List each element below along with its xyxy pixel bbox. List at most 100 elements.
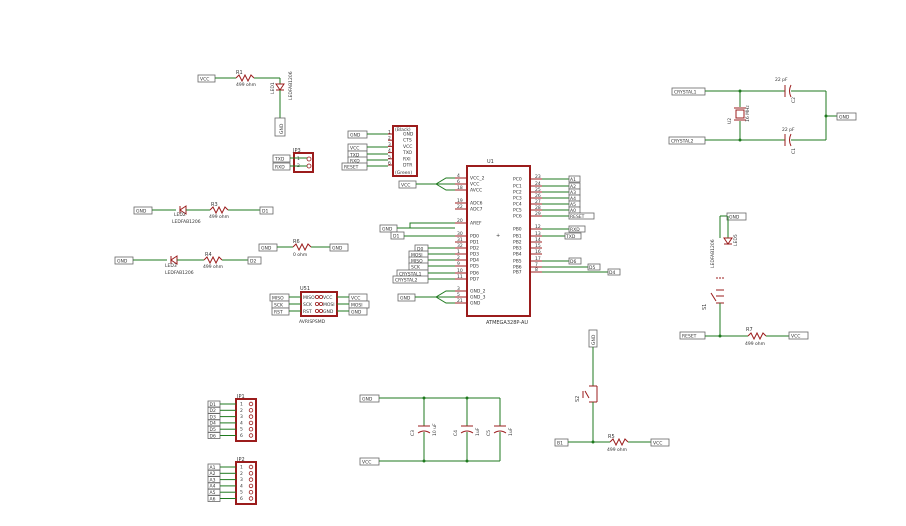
ic-pin-num-right: 27	[535, 199, 541, 205]
led3-part: LEDFAB1206	[165, 270, 194, 276]
ic-pin-num-left: 1	[457, 249, 460, 255]
jp2-pin-circle	[248, 496, 254, 501]
jp1-pin-circle	[248, 420, 254, 426]
ic-pin-name-left: PD5	[470, 264, 479, 270]
c5-value: 1uF	[508, 427, 514, 436]
jp1-pin-num: 1	[240, 402, 243, 408]
jp2-pin-num: 3	[240, 477, 243, 483]
jp3-name: JP3	[292, 148, 301, 154]
jp2-name: JP2	[236, 457, 245, 463]
ic-pin-name-right: PC3	[513, 196, 522, 202]
ftdi-pin-name: VCC	[403, 144, 412, 150]
ic-net-a2: A2	[570, 184, 576, 190]
c3-name: C3	[410, 430, 416, 436]
crystal-net-gnd: GND	[839, 115, 850, 121]
r4-value: 499 ohm	[203, 264, 223, 270]
r7-name: R7	[746, 327, 753, 333]
c4-value: 1uF	[475, 427, 481, 436]
ic-pin-name-right: PC5	[513, 208, 522, 214]
ic-pin-num-left: 5	[457, 292, 460, 298]
jp2-net-text: A2	[210, 471, 216, 477]
jp2-pin-num: 1	[240, 465, 243, 471]
ic-pin-name-right: PC6	[513, 214, 522, 220]
ic-pin-name-right: PB1	[513, 234, 522, 240]
ic-pin-num-right: 26	[535, 193, 541, 199]
jp1-pin-circle	[248, 414, 254, 419]
power-led-circuit: VCC R1 499 ohm LED1 LEDFAB1206 GND	[197, 70, 294, 137]
ic-pin-name-left: ADC7	[470, 207, 483, 213]
ftdi-top-label: (Black)	[395, 127, 411, 133]
r3-value: 499 ohm	[209, 214, 229, 220]
ic-net-a3: A3	[570, 190, 576, 196]
r6-net-gnd-right: GND	[332, 246, 343, 252]
ic-net-d1: D1	[393, 234, 399, 240]
c2-value: 22 pF	[775, 77, 788, 83]
ftdi-pin-num: 2	[388, 136, 391, 142]
led2-circuit: GND LED2 LEDFAB1206 R3 499 ohm D1	[133, 202, 274, 225]
c5-name: C5	[486, 430, 492, 436]
ftdi-pin-name: CTS	[403, 138, 412, 144]
ic-pin-name-left: PD1	[470, 240, 479, 246]
ic-pin-name-left: AVCC	[470, 188, 482, 194]
ic-pin-name-right: PB0	[513, 227, 522, 233]
s2-name: S2	[575, 396, 581, 402]
ic-net-crystal2: CRYSTAL2	[395, 278, 418, 284]
ic-net-vcc: VCC	[401, 183, 410, 189]
ic-pin-name-left: GND	[470, 301, 481, 307]
led2-net-gnd: GND	[136, 209, 147, 215]
ic-name: U1	[487, 159, 494, 165]
ic-net-d6: D6	[570, 259, 576, 265]
svg-text:+: +	[496, 233, 500, 239]
ftdi-pin-name: TXO	[402, 150, 413, 156]
r6-circuit: GND R6 0 ohm GND	[258, 239, 349, 258]
jp2-pin-num: 2	[240, 471, 243, 477]
jp2-net-text: A3	[210, 477, 216, 483]
isp-pin-gnd: GND	[323, 309, 334, 315]
ic-pin-num-right: 13	[535, 231, 541, 237]
ftdi-pin-num: 6	[388, 161, 391, 167]
ic-pin-num-right: 8	[535, 267, 538, 273]
ftdi-net-vcc: VCC	[350, 146, 359, 152]
led5-part: LEDFAB1206	[710, 239, 716, 268]
ic-net-a5: A5	[570, 202, 576, 208]
c2-name: C2	[791, 97, 797, 103]
ic-pin-name-right: PC1	[513, 184, 522, 190]
ic-net-gnd2: GND	[400, 296, 411, 302]
isp-pin-rst: RST	[303, 309, 312, 315]
jp1-pin-circle	[248, 427, 254, 432]
jp2-net-text: A1	[210, 465, 216, 471]
jp2-pin-circle	[248, 490, 254, 495]
ic-net-crystal1: CRYSTAL1	[399, 272, 422, 278]
ic-net-rxd: RXD	[570, 227, 580, 233]
ftdi-pin-num: 4	[388, 148, 391, 154]
ic-net-reset: RESET	[570, 214, 585, 220]
reset-net-gnd: GND	[729, 215, 740, 221]
isp-net-gnd: GND	[351, 310, 362, 316]
ic-net-txd: TXD	[565, 234, 576, 240]
ftdi-net-reset: RESET	[344, 165, 359, 171]
ic-pin-num-right: 23	[535, 174, 541, 180]
jp2-net-text: A6	[210, 496, 216, 502]
ic-pin-num-right: 28	[535, 205, 541, 211]
ic-pin-name-left: PD4	[470, 258, 479, 264]
ic-pin-name-right: PB6	[513, 265, 522, 271]
ic-pin-num-left: 18	[457, 185, 463, 191]
c1-name: C1	[791, 148, 797, 154]
isp-part: AVRISPSMD	[299, 319, 326, 325]
crystal-circuit: CRYSTAL1 CRYSTAL2 U2 16 MHz 22 pF C2 22 …	[668, 77, 857, 154]
isp-net-sck: SCK	[274, 303, 284, 309]
ic-net-mosi: MOSI	[411, 253, 423, 259]
ic-pin-num-right: 29	[535, 211, 541, 217]
s2-net-b1: B1	[557, 441, 563, 447]
ic-pin-name-left: PD7	[470, 277, 479, 283]
r3-name: R3	[211, 202, 218, 208]
ftdi-net-txd: TXD	[349, 153, 360, 159]
ic-pin-name-left: GND_2	[470, 289, 486, 295]
ic-pin-num-right: 15	[535, 243, 541, 249]
reset-net-vcc: VCC	[791, 334, 800, 340]
isp-net-vcc: VCC	[351, 296, 360, 302]
decoupling-net-gnd: GND	[362, 397, 373, 403]
